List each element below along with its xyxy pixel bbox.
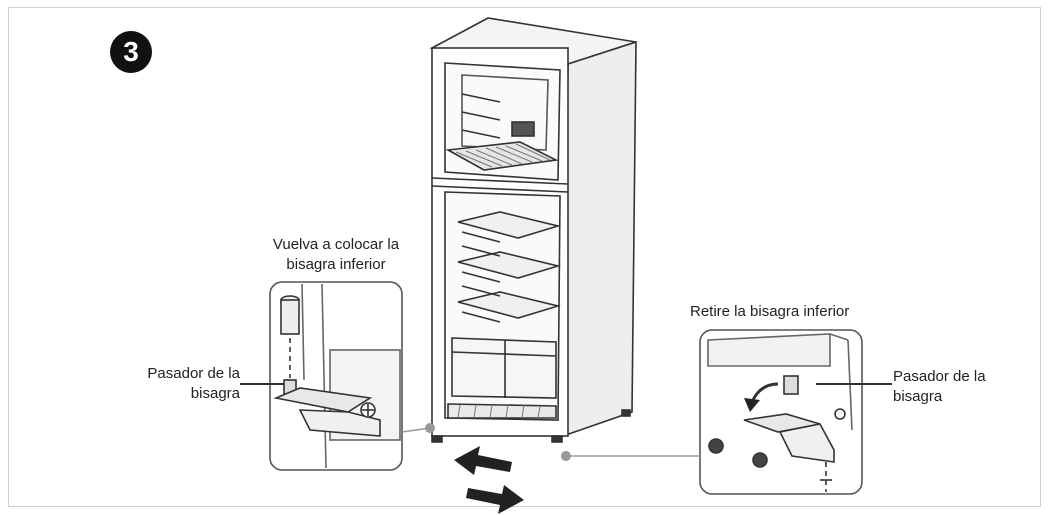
hinge-pin-label-right-line1: Pasador de la bbox=[893, 368, 986, 385]
hinge-pin-label-left-line1: Pasador de la bbox=[147, 365, 240, 382]
hinge-detail-left bbox=[240, 281, 403, 471]
hinge-detail-right bbox=[699, 329, 892, 495]
remove-hinge-label: Retire la bisagra inferior bbox=[690, 303, 850, 320]
callout-connectors bbox=[401, 423, 700, 461]
refrigerator-illustration bbox=[429, 17, 637, 443]
reinstall-hinge-label: Vuelva a colocar la bisagra inferior bbox=[256, 235, 416, 275]
reinstall-hinge-label-line1: Vuelva a colocar la bbox=[272, 236, 400, 253]
step-number-badge: 3 bbox=[110, 31, 152, 73]
hinge-pin-label-right-line2: bisagra bbox=[893, 388, 943, 405]
figure-frame bbox=[8, 7, 1041, 507]
swap-arrows-icon bbox=[454, 446, 524, 514]
reinstall-hinge-label-line2: bisagra inferior bbox=[286, 256, 386, 273]
hinge-pin-label-right: Pasador de la bisagra bbox=[893, 367, 1023, 407]
hinge-pin-label-left-line2: bisagra bbox=[190, 385, 240, 402]
hinge-pin-label-left: Pasador de la bisagra bbox=[120, 364, 240, 404]
